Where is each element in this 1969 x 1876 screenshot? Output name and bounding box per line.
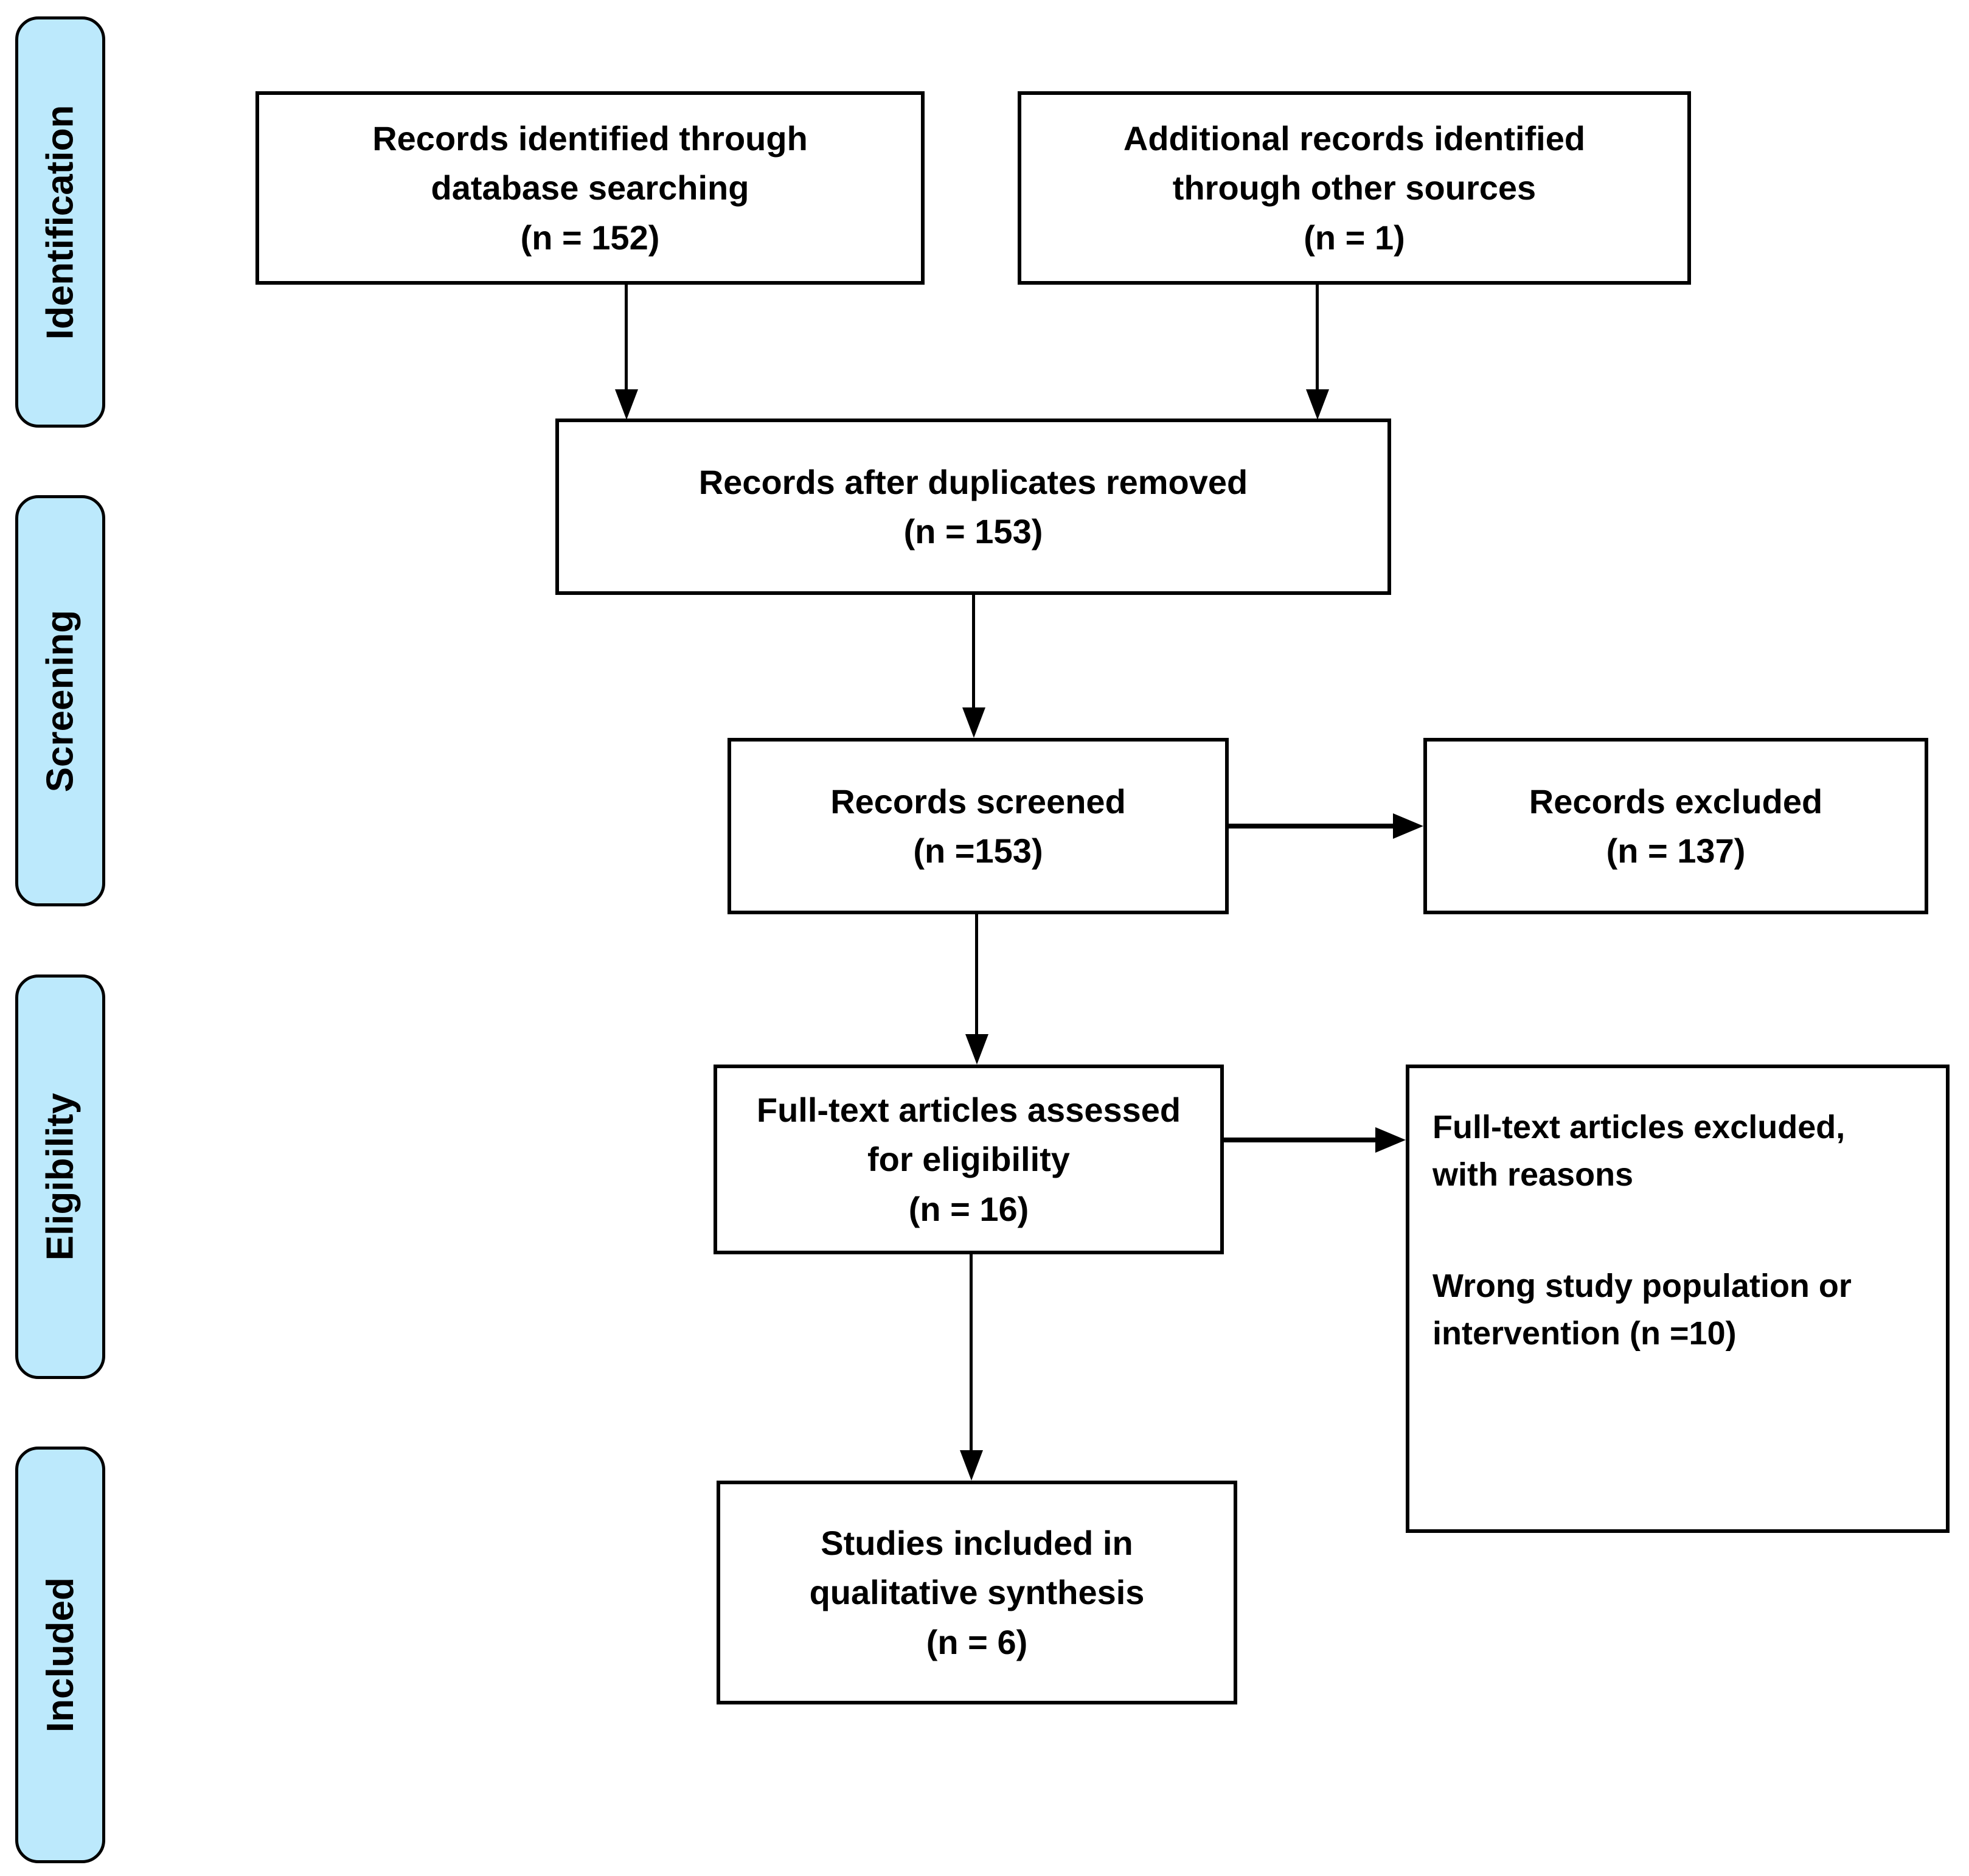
box-fulltext-excluded: Full-text articles excluded, with reason… bbox=[1406, 1065, 1950, 1533]
box-line: intervention (n =10) bbox=[1432, 1315, 1737, 1352]
box-line: (n = 152) bbox=[520, 218, 660, 257]
stage-included: Included bbox=[15, 1447, 105, 1863]
box-line: Records after duplicates removed bbox=[698, 462, 1248, 501]
box-line: (n = 16) bbox=[908, 1189, 1029, 1228]
arrow-screened-to-excluded-line bbox=[1229, 824, 1394, 829]
arrow-identified-to-dedup-line bbox=[625, 285, 628, 391]
box-line: (n = 1) bbox=[1304, 218, 1405, 257]
box-fulltext-assessed: Full-text articles assessed for eligibil… bbox=[714, 1065, 1224, 1254]
box-line: Records excluded bbox=[1529, 782, 1823, 821]
arrow-screened-to-fulltext-line bbox=[975, 914, 978, 1035]
stage-eligibility: Eligibility bbox=[15, 974, 105, 1379]
box-line: (n = 6) bbox=[926, 1622, 1028, 1661]
arrow-dedup-to-screened-line bbox=[972, 595, 975, 709]
box-line: (n = 137) bbox=[1606, 832, 1746, 870]
box-records-screened: Records screened (n =153) bbox=[728, 738, 1229, 914]
arrow-fulltext-to-included-line bbox=[970, 1254, 973, 1451]
arrowhead-down-icon bbox=[1306, 389, 1329, 420]
arrowhead-down-icon bbox=[965, 1034, 988, 1065]
box-line: Additional records identified bbox=[1123, 119, 1586, 158]
box-line: Studies included in bbox=[821, 1524, 1133, 1563]
box-line: through other sources bbox=[1172, 168, 1537, 207]
arrow-othersources-to-dedup-line bbox=[1316, 285, 1319, 391]
box-line: (n = 153) bbox=[903, 512, 1043, 551]
box-line: with reasons bbox=[1432, 1156, 1634, 1193]
box-line: (n =153) bbox=[913, 832, 1043, 870]
stage-included-label: Included bbox=[39, 1577, 82, 1732]
box-line: Records screened bbox=[830, 782, 1126, 821]
box-line: Records identified through bbox=[372, 119, 808, 158]
box-line: Full-text articles assessed bbox=[756, 1091, 1181, 1130]
arrow-fulltext-to-ftexcluded-line bbox=[1224, 1138, 1377, 1142]
arrowhead-down-icon bbox=[960, 1450, 983, 1481]
box-line: Full-text articles excluded, bbox=[1432, 1109, 1846, 1145]
stage-identification-label: Identification bbox=[39, 105, 82, 339]
arrowhead-right-icon bbox=[1375, 1127, 1406, 1153]
stage-eligibility-label: Eligibility bbox=[39, 1093, 82, 1261]
box-records-identified: Records identified through database sear… bbox=[255, 91, 925, 285]
box-records-excluded: Records excluded (n = 137) bbox=[1423, 738, 1928, 914]
box-line: Wrong study population or bbox=[1432, 1267, 1852, 1304]
arrowhead-down-icon bbox=[615, 389, 638, 420]
stage-screening-label: Screening bbox=[39, 610, 82, 792]
box-additional-records: Additional records identified through ot… bbox=[1018, 91, 1691, 285]
box-line: database searching bbox=[431, 168, 749, 207]
box-line: qualitative synthesis bbox=[809, 1573, 1145, 1612]
box-studies-included: Studies included in qualitative synthesi… bbox=[717, 1481, 1237, 1704]
stage-screening: Screening bbox=[15, 495, 105, 906]
arrowhead-right-icon bbox=[1393, 813, 1423, 839]
arrowhead-down-icon bbox=[962, 707, 985, 738]
box-duplicates-removed: Records after duplicates removed (n = 15… bbox=[555, 419, 1391, 595]
box-line: for eligibility bbox=[867, 1140, 1070, 1179]
stage-identification: Identification bbox=[15, 16, 105, 428]
